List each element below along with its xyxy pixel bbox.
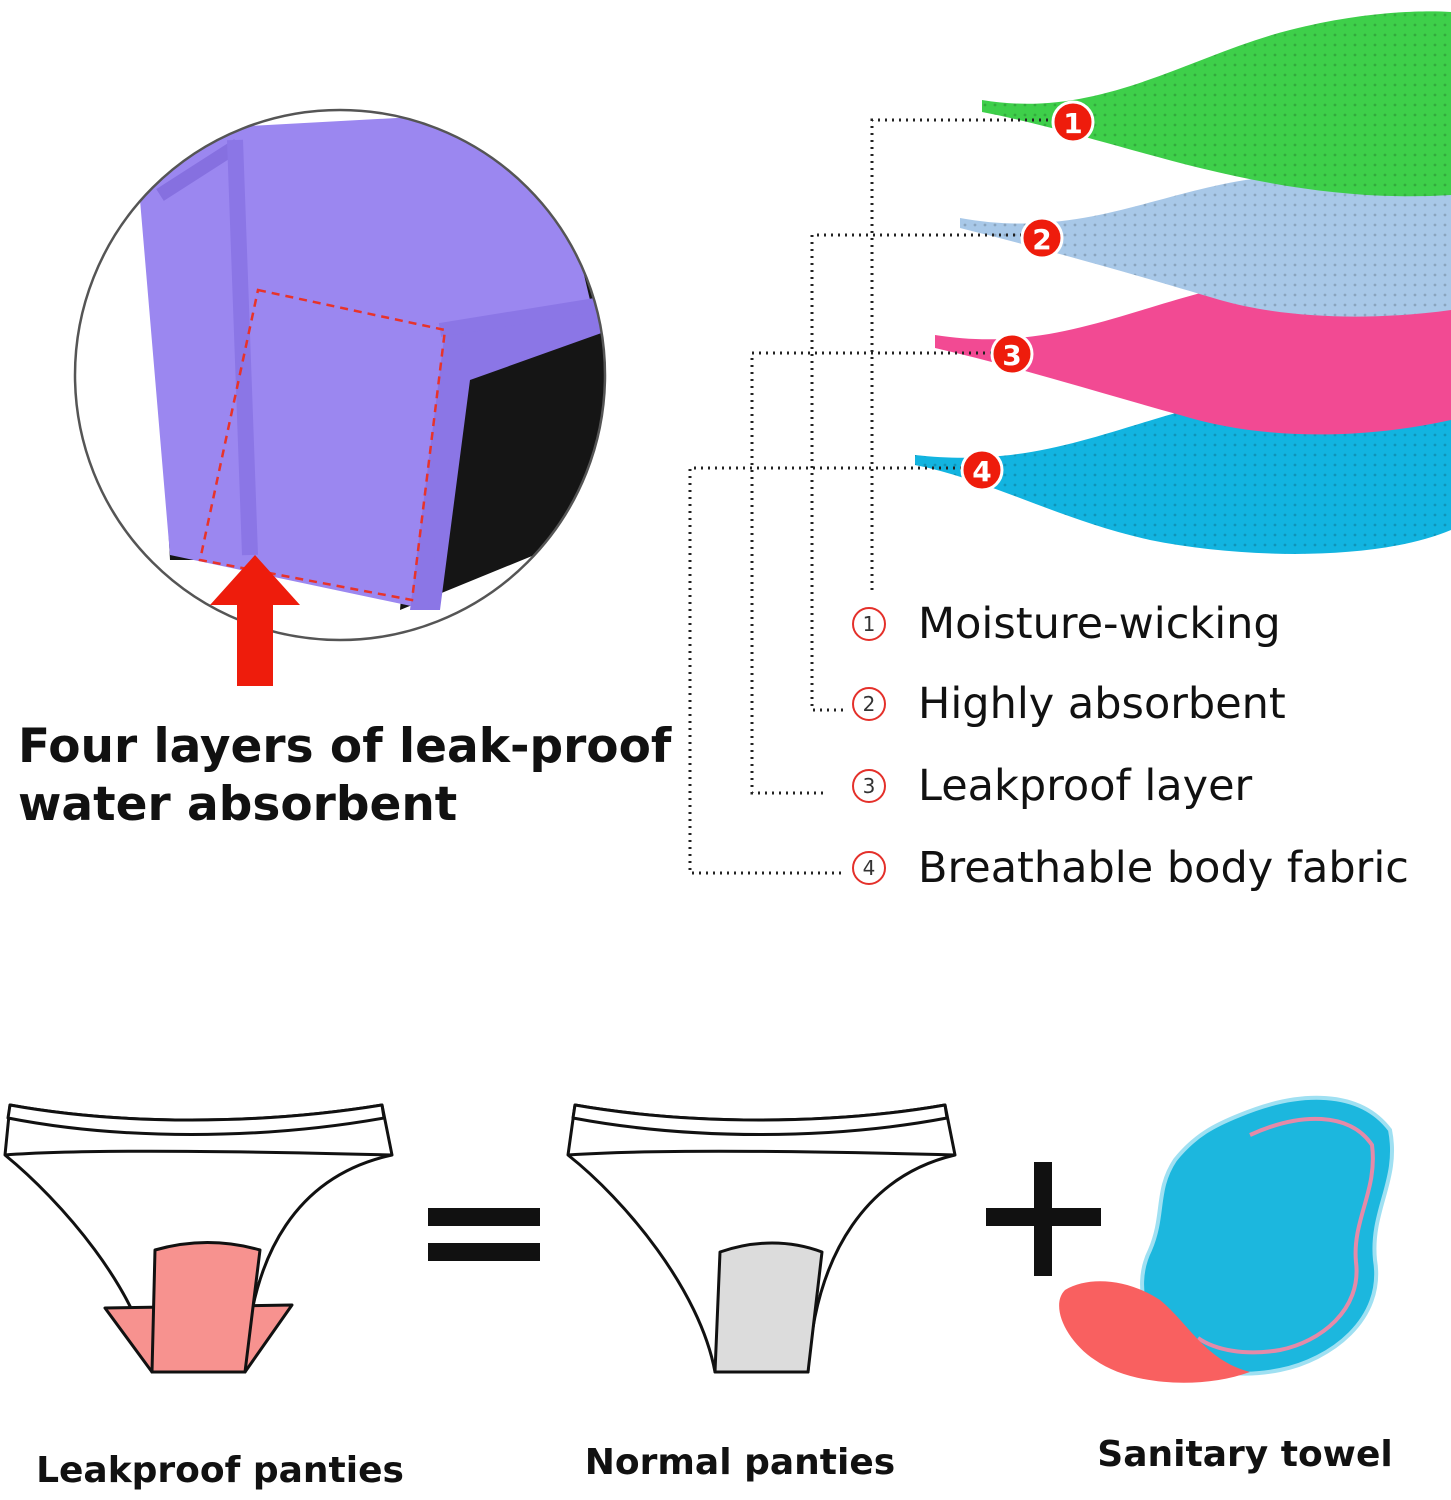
legend-item-highly-absorbent: 2 Highly absorbent [852,674,1286,734]
legend-label-3: Leakproof layer [918,761,1253,811]
legend-label-2: Highly absorbent [918,679,1286,729]
caption-leakproof-panties: Leakproof panties [36,1450,404,1491]
equals-sign-icon [428,1208,540,1261]
layer-sheet-1 [982,11,1451,197]
plus-sign-icon [986,1162,1101,1276]
layer-marker-2: 2 [1020,216,1064,260]
headline: Four layers of leak-proof water absorben… [18,718,698,834]
leakproof-panties-icon [3,1103,394,1374]
marker-1-text: 1 [1063,107,1082,140]
red-arrow-up-icon [210,555,300,686]
legend-number-1: 1 [852,607,886,641]
legend-label-1: Moisture-wicking [918,599,1281,649]
legend-number-4: 4 [852,851,886,885]
layer-sheet-2 [960,173,1451,317]
marker-4-text: 4 [972,455,991,488]
legend-item-leakproof-layer: 3 Leakproof layer [852,756,1252,816]
caption-normal-panties: Normal panties [584,1442,896,1483]
normal-panties-icon [566,1103,957,1374]
fabric-closeup-circle [73,108,607,642]
legend-item-moisture-wicking: 1 Moisture-wicking [852,594,1281,654]
headline-line-1: Four layers of leak-proof [18,719,672,774]
layer-marker-1: 1 [1051,100,1095,144]
marker-3-text: 3 [1002,339,1021,372]
connector-lines [688,118,1055,875]
legend-item-breathable-body-fabric: 4 Breathable body fabric [852,838,1409,898]
caption-sanitary-towel: Sanitary towel [1097,1434,1393,1475]
sanitary-towel-icon [1059,1095,1395,1383]
marker-2-text: 2 [1032,223,1051,256]
layer-marker-3: 3 [990,332,1034,376]
layer-marker-4: 4 [960,448,1004,492]
headline-line-2: water absorbent [18,777,458,832]
legend-number-3: 3 [852,769,886,803]
legend-label-4: Breathable body fabric [918,843,1409,893]
legend-number-2: 2 [852,687,886,721]
